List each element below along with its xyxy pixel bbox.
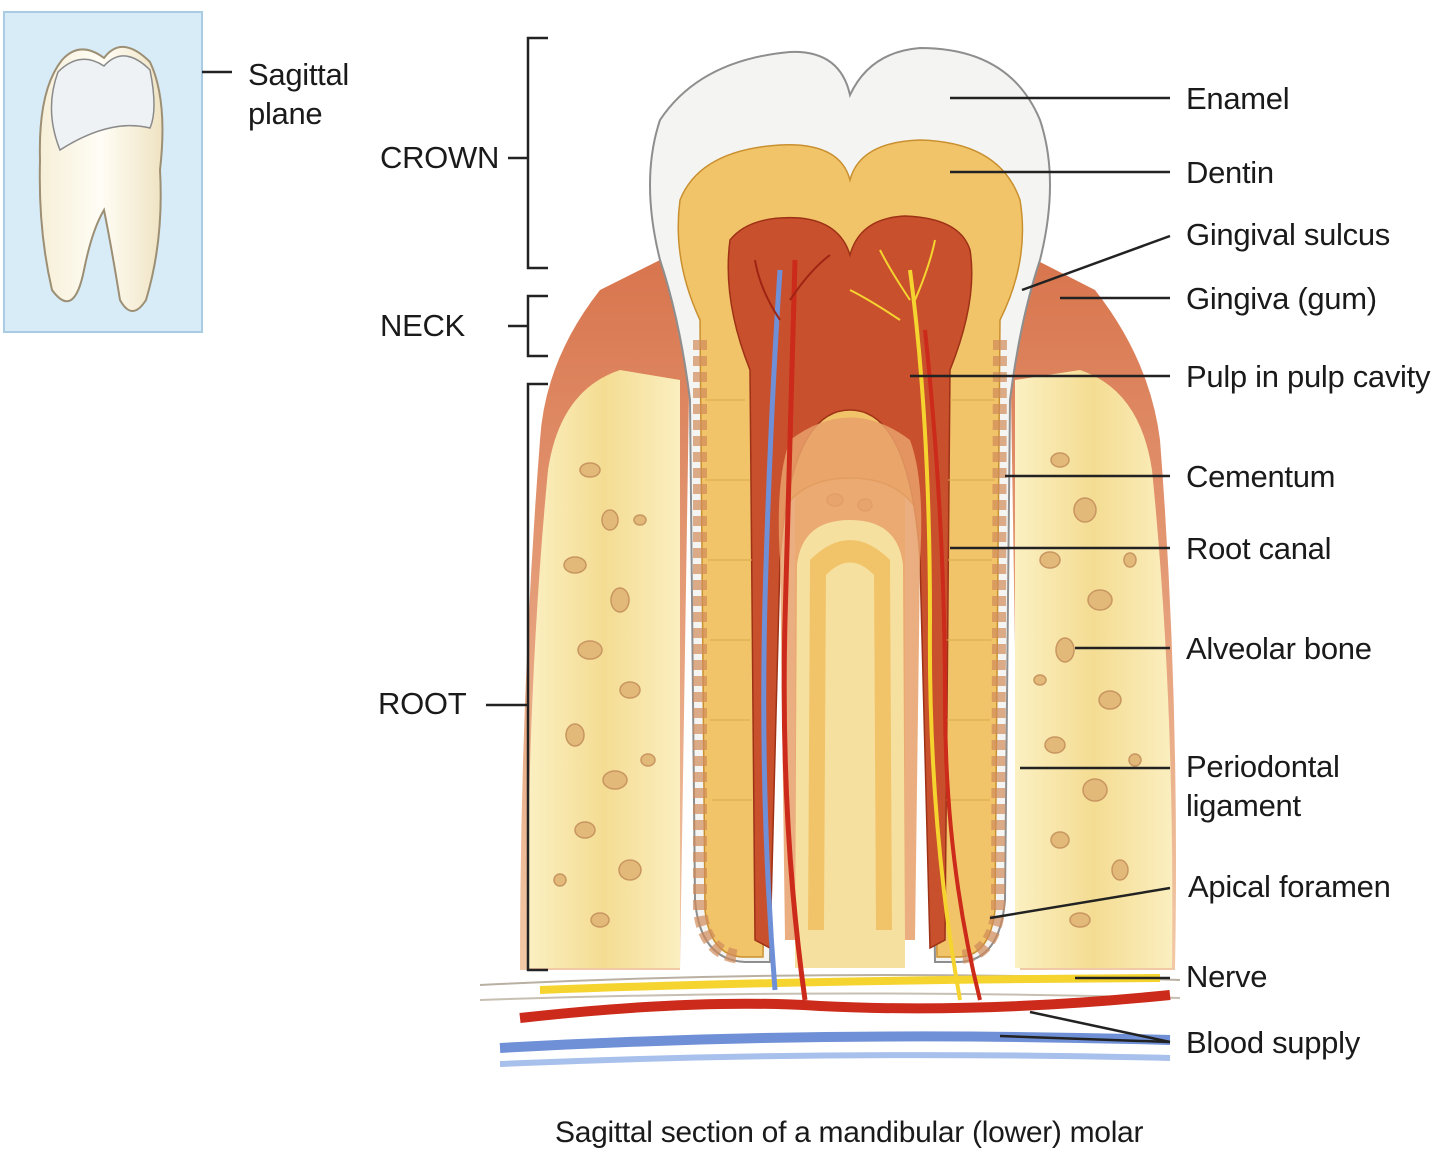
bone-pores: [553, 452, 1142, 928]
label-nerve: Nerve: [1186, 959, 1268, 994]
neck-bracket: [526, 294, 548, 358]
label-dentin: Dentin: [1186, 155, 1274, 190]
inset-tooth-enamel: [50, 55, 155, 152]
inset-label: Sagittal plane: [248, 56, 349, 134]
region-neck: NECK: [380, 308, 465, 343]
label-root-canal: Root canal: [1186, 531, 1332, 566]
label-blood-supply: Blood supply: [1186, 1025, 1360, 1060]
nerve-band: [539, 974, 1161, 994]
dentin-tubules: [705, 399, 995, 801]
label-pulp: Pulp in pulp cavity: [1186, 359, 1431, 394]
inset-label-line2: plane: [248, 95, 323, 131]
alveolar-bone-left: [527, 370, 680, 968]
pulp-vein: [761, 269, 783, 991]
tooth-section: [649, 46, 1051, 1001]
region-root: ROOT: [378, 686, 467, 721]
label-gingiva: Gingiva (gum): [1186, 281, 1377, 316]
region-brackets: [486, 36, 548, 972]
pulp-artery: [781, 259, 808, 1001]
label-apical-foramen: Apical foramen: [1188, 869, 1391, 904]
label-periodontal-line1: Periodontal: [1186, 749, 1340, 784]
region-crown: CROWN: [380, 140, 500, 175]
leader-gingival-sulcus: [1021, 234, 1171, 292]
leader-apical-foramen: [989, 886, 1171, 920]
cementum-right: [959, 339, 1007, 964]
label-alveolar-bone: Alveolar bone: [1186, 631, 1372, 666]
label-periodontal-ligament: Periodontal ligament: [1186, 748, 1340, 826]
label-gingival-sulcus: Gingival sulcus: [1186, 217, 1390, 252]
leader-lines: [910, 96, 1171, 1044]
leader-blood-1: [1029, 1010, 1171, 1044]
leader-blood-2: [999, 1034, 1171, 1044]
crown-bracket: [526, 36, 548, 270]
label-enamel: Enamel: [1186, 81, 1290, 116]
inset-label-line1: Sagittal: [248, 57, 349, 92]
figure-caption: Sagittal section of a mandibular (lower)…: [555, 1116, 1144, 1149]
root-bracket: [526, 382, 548, 972]
artery-band: [519, 990, 1171, 1023]
alveolar-bone-right: [1015, 370, 1173, 968]
label-periodontal-line2: ligament: [1186, 787, 1301, 823]
label-cementum: Cementum: [1186, 459, 1336, 494]
vessel-layer: [479, 974, 1181, 1067]
inset-panel: [3, 11, 232, 333]
pulp-nerve: [908, 269, 962, 1001]
cementum-left: [693, 340, 743, 964]
